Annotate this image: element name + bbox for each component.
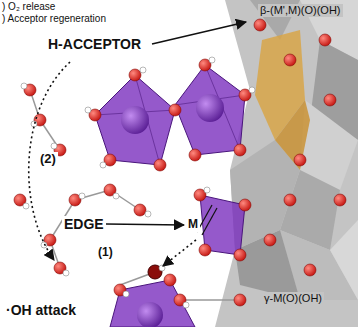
annotation-label: EDGE xyxy=(62,216,106,232)
annotation-label: ·OH attack xyxy=(4,302,78,318)
annotation-label: γ-M(O)(OH) xyxy=(262,292,324,305)
annotation-label: M xyxy=(186,218,200,232)
annotation-label: ) Acceptor regeneration xyxy=(0,13,108,25)
annotation-label: H-ACCEPTOR xyxy=(46,36,143,52)
annotation-label: (1) xyxy=(96,246,115,260)
annotation-label: β-(M',M)(O)(OH) xyxy=(258,4,343,17)
annotation-label: (2) xyxy=(38,152,58,167)
annotation-label: ) O₂ release xyxy=(0,1,57,13)
